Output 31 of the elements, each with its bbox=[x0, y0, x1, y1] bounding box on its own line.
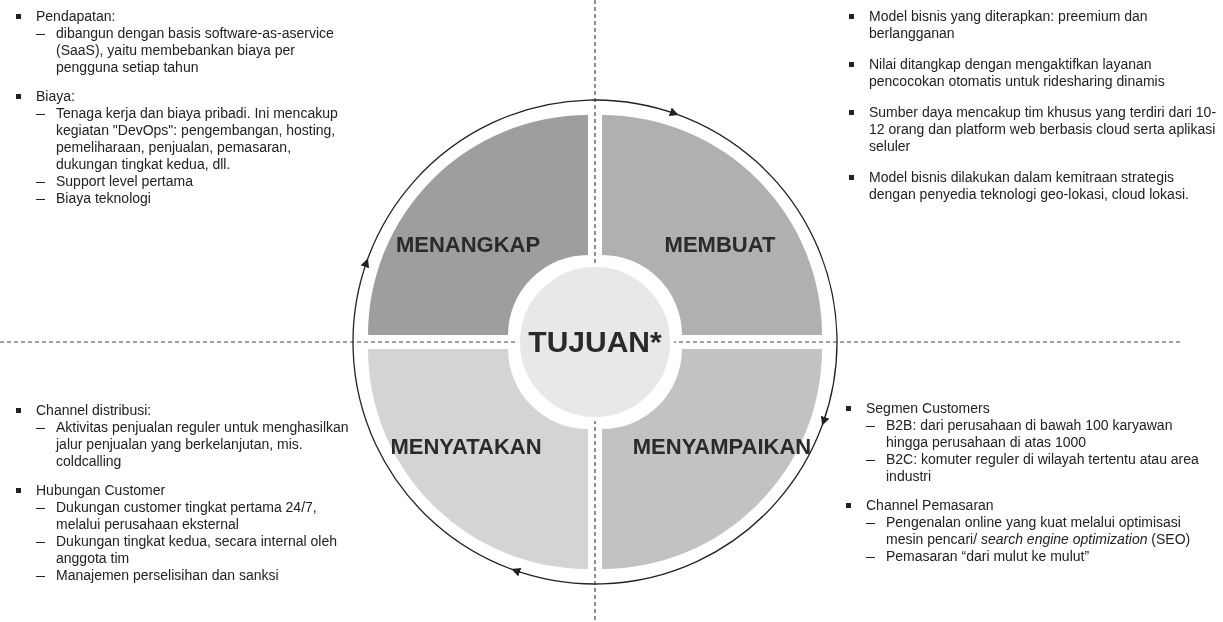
cycle-arrow bbox=[677, 113, 838, 426]
sub-bullet-text: B2B: dari perusahaan di bawah 100 karyawan hingga perusahaan di atas 1000 bbox=[886, 417, 1174, 451]
quadrant-label: MENYATAKAN bbox=[390, 434, 542, 460]
bullet-text: Sumber daya mencakup tim khusus yang terdiri dari 10-12 orang dan platform web berbasis cloud serta aplikasi seluler bbox=[869, 104, 1217, 155]
center-label: TUJUAN* bbox=[528, 325, 662, 359]
bullet-text: Pendapatan: bbox=[36, 8, 117, 25]
bullet-text: Channel distribusi: bbox=[36, 402, 153, 419]
cycle-arrow bbox=[352, 258, 513, 571]
sub-bullet-text: Aktivitas penjualan reguler untuk menghasilkan jalur penjualan yang berkelanjutan, mis. coldcalling bbox=[56, 419, 350, 470]
quadrant-label: MENYAMPAIKAN bbox=[632, 434, 812, 460]
bullet-text: Biaya: bbox=[36, 88, 76, 105]
sub-bullet-text: Tenaga kerja dan biaya pribadi. Ini mencakup kegiatan "DevOps": pengembangan, hosting, pemeliharaan, penjualan, pemasaran, dukungan tingkat kedua, dll. bbox=[56, 105, 339, 173]
sub-bullet-text: Pengenalan online yang kuat melalui optimisasi mesin pencari/ search engine optimization (SEO) bbox=[886, 514, 1192, 548]
bullet-text: Hubungan Customer bbox=[36, 482, 167, 499]
sub-bullet-text: B2C: komuter reguler di wilayah tertentu atau area industri bbox=[886, 451, 1200, 485]
sub-bullet-text: dibangun dengan basis software-as-aservice (SaaS), yaitu membebankan biaya per pengguna setiap tahun bbox=[56, 25, 335, 76]
sub-bullet-text: Dukungan customer tingkat pertama 24/7, melalui perusahaan eksternal bbox=[56, 499, 318, 533]
sub-bullet-text: Biaya teknologi bbox=[56, 190, 152, 207]
cycle-arrow bbox=[366, 99, 679, 260]
sub-bullet-text: Pemasaran “dari mulut ke mulut” bbox=[886, 548, 1091, 565]
sub-bullet-text: Manajemen perselisihan dan sanksi bbox=[56, 567, 280, 584]
bullet-text: Model bisnis dilakukan dalam kemitraan strategis dengan penyedia teknologi geo-lokasi, cloud lokasi. bbox=[869, 169, 1190, 203]
sub-bullet-text: Dukungan tingkat kedua, secara internal oleh anggota tim bbox=[56, 533, 338, 567]
bullet-text: Channel Pemasaran bbox=[866, 497, 995, 514]
bullet-text: Nilai ditangkap dengan mengaktifkan layanan pencocokan otomatis untuk ridesharing dinamis bbox=[869, 56, 1166, 90]
quadrant-label: MENANGKAP bbox=[395, 232, 541, 258]
sub-bullet-text: Support level pertama bbox=[56, 173, 194, 190]
cycle-arrow bbox=[511, 424, 824, 585]
bullet-text: Segmen Customers bbox=[866, 400, 991, 417]
bullet-text: Model bisnis yang diterapkan: preemium dan berlangganan bbox=[869, 8, 1149, 42]
quadrant-label: MEMBUAT bbox=[664, 232, 776, 258]
